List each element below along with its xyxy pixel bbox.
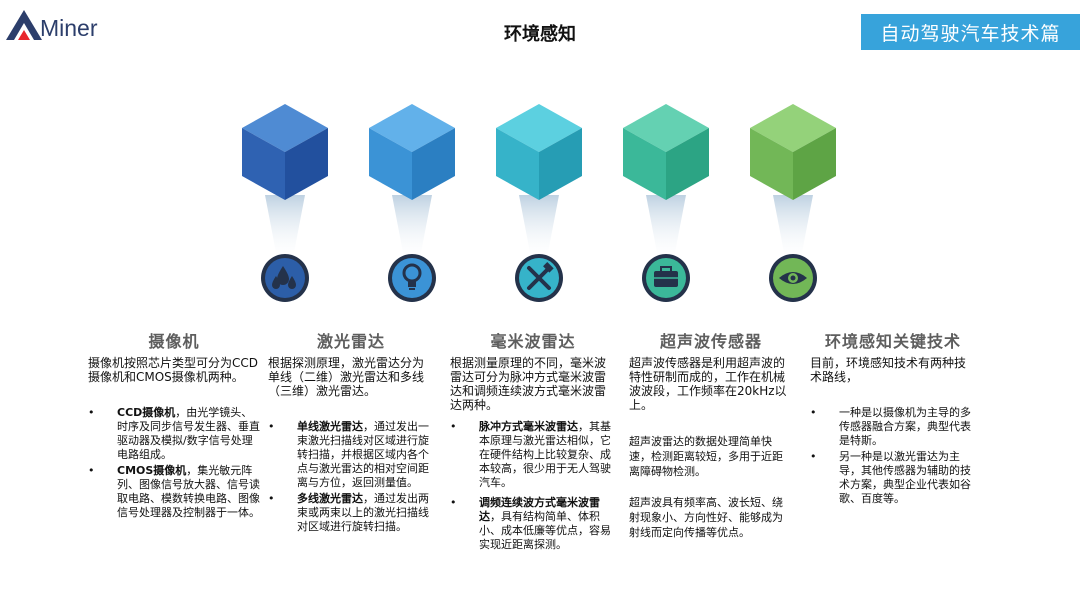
column-title: 毫米波雷达	[490, 332, 576, 351]
bullet-head: CCD摄像机	[117, 406, 176, 419]
hexagon-cube-4	[623, 104, 709, 200]
bullet-item: • 另一种是以激光雷达为主导，其他传感器为辅助的技术方案，典型企业代表如谷歌、百…	[810, 450, 976, 506]
bullet-item: • 多线激光雷达，通过发出两束或两束以上的激光扫描线对区域进行旋转扫描。	[268, 492, 434, 534]
column-title: 超声波传感器	[659, 332, 762, 351]
column-intro: 根据测量原理的不同，毫米波雷达可分为脉冲方式毫米波雷达和调频连续波方式毫米波雷达…	[450, 356, 607, 412]
bullet-text: ，由光学镜头、时序及同步信号发生器、垂直驱动器及模拟/数字信号处理电路组成。	[117, 406, 260, 461]
paragraph: 超声波具有频率高、波长短、绕射现象小、方向性好、能够成为射线而定向传播等优点。	[629, 496, 783, 539]
column-ultrasonic: 超声波传感器 超声波传感器是利用超声波的特性研制而成的，工作在机械波波段，工作频…	[629, 328, 793, 540]
bullet-dot: •	[810, 406, 817, 419]
bullet-head: 脉冲方式毫米波雷达	[479, 420, 578, 433]
miner-logo-icon	[6, 10, 42, 40]
bullet-item: • 脉冲方式毫米波雷达，其基本原理与激光雷达相似，它在硬件结构上比较复杂、成本较…	[450, 420, 616, 490]
sensor-diagram	[157, 104, 920, 302]
column-title: 激光雷达	[316, 332, 385, 351]
bullet-head: CMOS摄像机	[117, 464, 187, 477]
bullet-text: 一种是以摄像机为主导的多传感器融合方案，典型代表是特斯。	[839, 406, 971, 447]
bullet-text: ，通过发出两束或两束以上的激光扫描线对区域进行旋转扫描。	[297, 492, 429, 533]
eye-icon	[769, 254, 817, 302]
logo-text: Miner	[40, 15, 98, 41]
bullet-item: • CCD摄像机，由光学镜头、时序及同步信号发生器、垂直驱动器及模拟/数字信号处…	[88, 406, 260, 462]
bullet-item: • 调频连续波方式毫米波雷达，具有结构简单、体积小、成本低廉等优点，容易实现近距…	[450, 496, 616, 552]
hexagon-cube-1	[242, 104, 328, 200]
bullet-dot: •	[88, 464, 95, 477]
bullet-text: ，其基本原理与激光雷达相似，它在硬件结构上比较复杂、成本较高，很少用于无人驾驶汽…	[479, 420, 611, 489]
bullet-dot: •	[810, 450, 817, 463]
toolbox-icon	[642, 254, 690, 302]
lightbulb-icon	[388, 254, 436, 302]
bullet-dot: •	[450, 420, 457, 433]
bullet-head: 调频连续波方式毫米波雷达	[479, 496, 600, 523]
column-key-tech: 环境感知关键技术 目前，环境感知技术有两种技术路线， • 一种是以摄像机为主导的…	[810, 328, 976, 506]
logo: Miner	[6, 10, 98, 40]
bullet-dot: •	[268, 492, 275, 505]
column-title: 摄像机	[148, 332, 200, 351]
bullet-item: • 单线激光雷达，通过发出一束激光扫描线对区域进行旋转扫描，并根据区域内各个点与…	[268, 420, 434, 490]
bullet-item: • 一种是以摄像机为主导的多传感器融合方案，典型代表是特斯。	[810, 406, 976, 448]
bullet-text: 另一种是以激光雷达为主导，其他传感器为辅助的技术方案，典型企业代表如谷歌、百度等…	[839, 450, 971, 505]
column-intro: 根据探测原理，激光雷达分为单线（二维）激光雷达和多线（三维）激光雷达。	[268, 356, 425, 398]
bullet-text: ，集光敏元阵列、图像信号放大器、信号读取电路、模数转换电路、图像信号处理器及控制…	[117, 464, 260, 519]
hammer-wrench-icon	[515, 254, 563, 302]
hexagon-cube-3	[496, 104, 582, 200]
hexagon-cube-2	[369, 104, 455, 200]
column-intro: 目前，环境感知技术有两种技术路线，	[810, 356, 967, 384]
column-lidar: 激光雷达 根据探测原理，激光雷达分为单线（二维）激光雷达和多线（三维）激光雷达。…	[268, 328, 434, 534]
hexagon-cube-5	[750, 104, 836, 200]
water-drops-icon	[261, 254, 309, 302]
page-title: 环境感知	[504, 24, 576, 45]
column-intro: 摄像机按照芯片类型可分为CCD摄像机和CMOS摄像机两种。	[88, 356, 258, 384]
bullet-head: 多线激光雷达	[297, 492, 363, 505]
paragraph: 超声波雷达的数据处理简单快速，检测距离较短，多用于近距离障碍物检测。	[629, 435, 783, 478]
bullet-text: ，具有结构简单、体积小、成本低廉等优点，容易实现近距离探测。	[479, 510, 611, 551]
bullet-head: 单线激光雷达	[297, 420, 363, 433]
bullet-dot: •	[88, 406, 95, 419]
column-camera: 摄像机 摄像机按照芯片类型可分为CCD摄像机和CMOS摄像机两种。 • CCD摄…	[88, 328, 260, 520]
bullet-dot: •	[268, 420, 275, 433]
section-badge: 自动驾驶汽车技术篇	[861, 14, 1080, 50]
column-intro: 超声波传感器是利用超声波的特性研制而成的，工作在机械波波段，工作频率在20kHz…	[629, 356, 787, 412]
column-mmwave-radar: 毫米波雷达 根据测量原理的不同，毫米波雷达可分为脉冲方式毫米波雷达和调频连续波方…	[450, 328, 616, 552]
column-title: 环境感知关键技术	[824, 332, 961, 351]
bullet-dot: •	[450, 496, 457, 509]
bullet-item: • CMOS摄像机，集光敏元阵列、图像信号放大器、信号读取电路、模数转换电路、图…	[88, 464, 260, 520]
light-beams	[265, 195, 813, 263]
bullet-text: ，通过发出一束激光扫描线对区域进行旋转扫描，并根据区域内各个点与激光雷达的相对空…	[297, 420, 429, 489]
